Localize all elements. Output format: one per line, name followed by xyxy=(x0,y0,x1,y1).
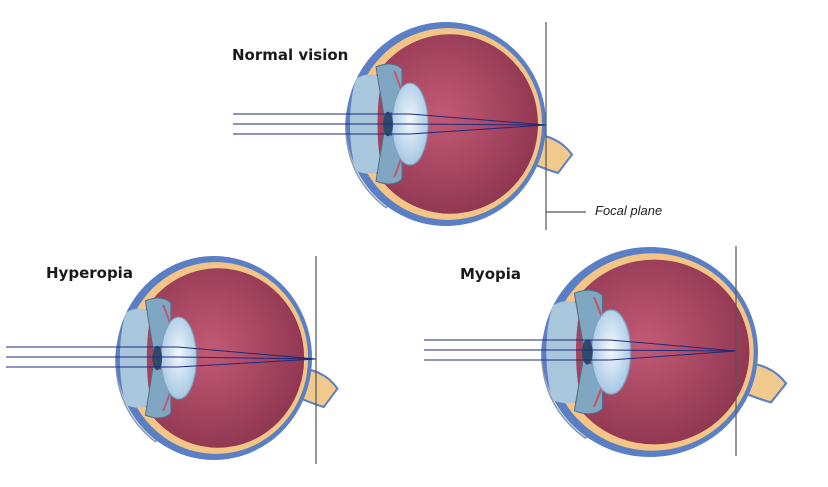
label-myopia: Myopia xyxy=(460,265,522,283)
rays-myopia xyxy=(424,339,737,361)
label-focal-plane: Focal plane xyxy=(595,203,663,218)
eye-myopia-icon xyxy=(540,245,788,459)
rays-normal xyxy=(233,113,547,135)
label-hyperopia: Hyperopia xyxy=(46,264,133,282)
rays-hyperopia xyxy=(6,346,317,368)
label-normal-vision: Normal vision xyxy=(232,46,349,64)
